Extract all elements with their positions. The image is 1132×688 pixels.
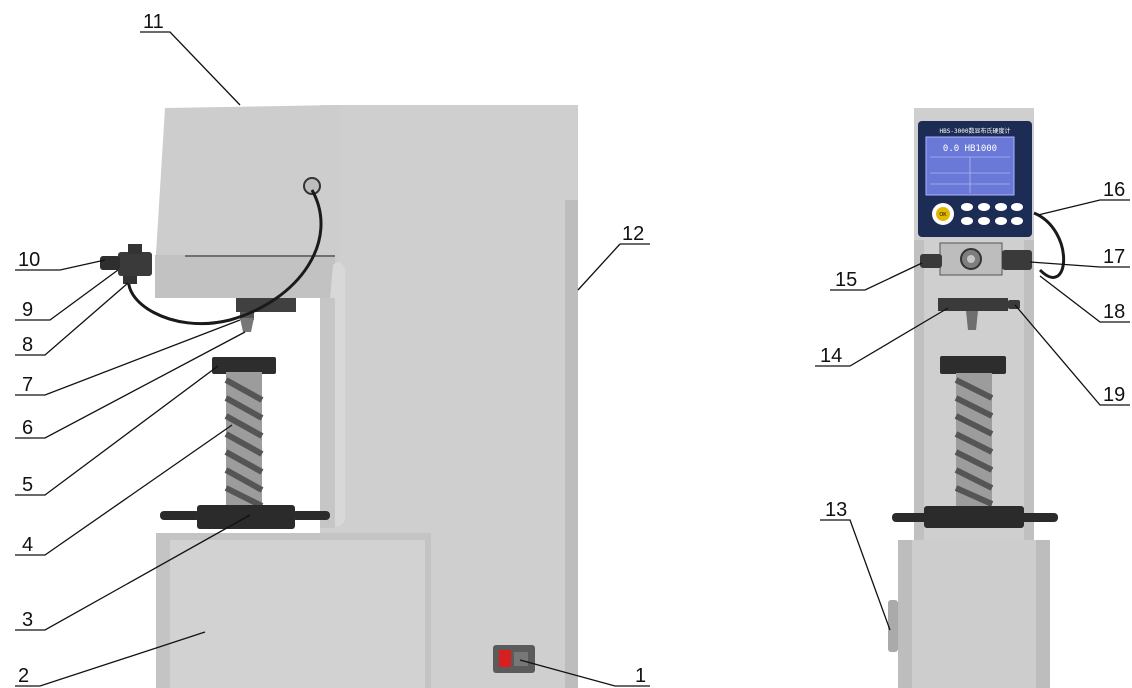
cable-connector xyxy=(303,177,321,195)
front-small-screw xyxy=(1008,300,1020,309)
front-anvil xyxy=(940,356,1006,374)
leader-lines xyxy=(15,31,1130,687)
callout-19: 19 xyxy=(1103,384,1125,406)
ok-key-label: OK xyxy=(939,212,947,218)
front-handwheel xyxy=(892,506,1058,528)
microscope-eyepiece xyxy=(100,244,152,284)
test-anvil xyxy=(212,357,276,374)
callout-labels: 11 10 9 8 7 6 5 4 3 2 1 12 13 14 15 16 1… xyxy=(18,11,1125,687)
right-knob xyxy=(1002,250,1032,270)
display-reading: 0.0 HB1000 xyxy=(943,144,997,154)
front-lead-screw xyxy=(954,373,994,507)
front-base xyxy=(898,540,1050,688)
display-panel: HBS-3000数显布氏硬度计 0.0 HB1000 OK xyxy=(918,121,1032,237)
callout-2: 2 xyxy=(18,665,29,687)
callout-9: 9 xyxy=(22,299,33,321)
front-view: HBS-3000数显布氏硬度计 0.0 HB1000 OK xyxy=(888,108,1065,688)
callout-17: 17 xyxy=(1103,246,1125,268)
function-keys xyxy=(961,203,1023,225)
cable xyxy=(127,189,323,326)
callout-6: 6 xyxy=(22,417,33,439)
callout-3: 3 xyxy=(22,609,33,631)
front-indenter-holder xyxy=(938,298,1008,311)
side-handle xyxy=(888,600,898,652)
front-cable xyxy=(1033,211,1065,279)
callout-4: 4 xyxy=(22,534,33,556)
callout-5: 5 xyxy=(22,474,33,496)
lead-screw xyxy=(224,372,264,509)
indenter xyxy=(240,318,254,332)
callout-15: 15 xyxy=(835,269,857,291)
callout-13: 13 xyxy=(825,499,847,521)
handwheel xyxy=(160,505,330,529)
callout-7: 7 xyxy=(22,374,33,396)
callout-14: 14 xyxy=(820,345,842,367)
display-header: HBS-3000数显布氏硬度计 xyxy=(940,127,1011,135)
callout-1: 1 xyxy=(635,665,646,687)
direction-pad: OK xyxy=(932,203,954,225)
front-eyepiece xyxy=(920,242,1032,276)
callout-18: 18 xyxy=(1103,301,1125,323)
callout-16: 16 xyxy=(1103,179,1125,201)
side-view xyxy=(100,105,578,688)
callout-11: 11 xyxy=(143,11,164,33)
callout-12: 12 xyxy=(622,223,644,245)
left-knob xyxy=(920,254,942,268)
power-switch xyxy=(493,645,535,673)
callout-8: 8 xyxy=(22,334,33,356)
callout-10: 10 xyxy=(18,249,40,271)
machine-head xyxy=(155,105,340,298)
